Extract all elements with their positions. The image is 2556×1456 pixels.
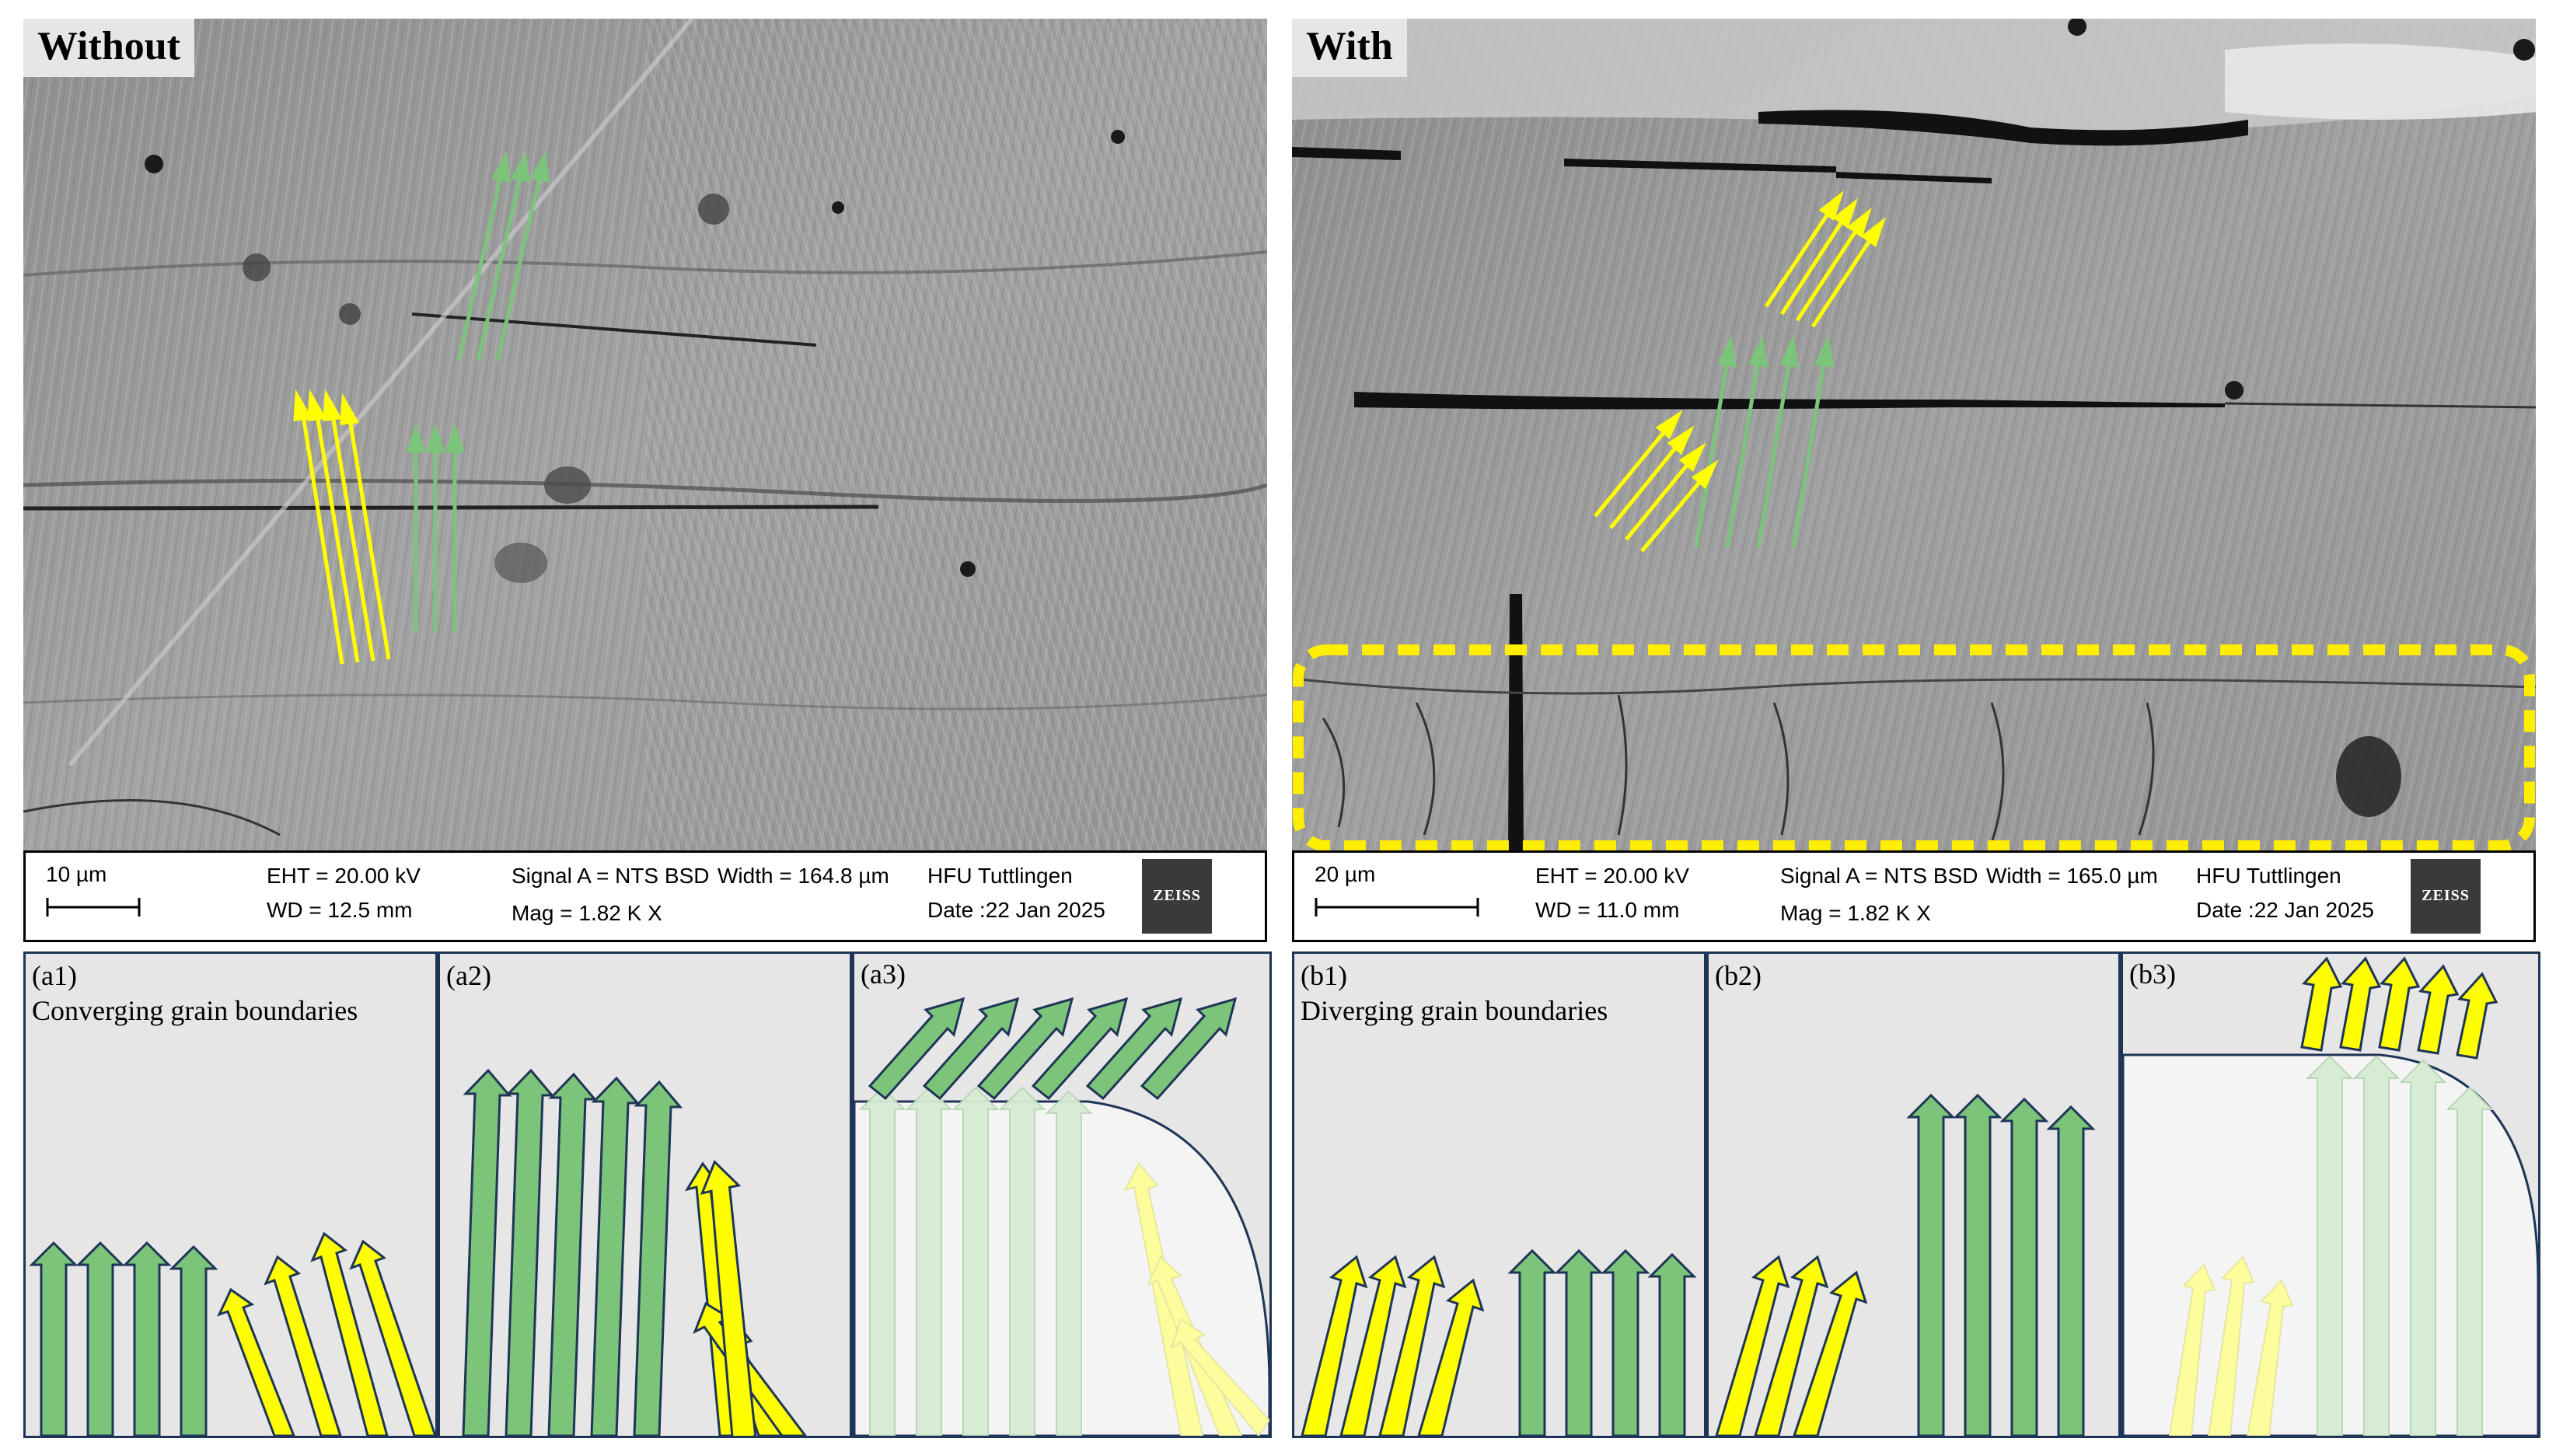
scalebar xyxy=(1315,898,1479,917)
eht-value: EHT = 20.00 kV xyxy=(267,864,421,888)
sem-info-bar-without: 10 µm EHT = 20.00 kV WD = 12.5 mm Signal… xyxy=(23,850,1267,942)
arrows-b1 xyxy=(1301,1248,1697,1436)
schematic-a3: (a3) xyxy=(852,951,1272,1438)
schematic-label: (b1) xyxy=(1301,960,1347,991)
sem-info-bar-with: 20 µm EHT = 20.00 kV WD = 11.0 mm Signal… xyxy=(1292,850,2536,942)
date-value: Date :22 Jan 2025 xyxy=(2196,898,2374,922)
arrows-b2 xyxy=(1715,1093,2096,1436)
sem-texture-with xyxy=(1292,19,2536,850)
schematic-a2: (a2) xyxy=(438,951,852,1438)
schematic-b2: (b2) xyxy=(1706,951,2121,1438)
zeiss-logo: ZEISS xyxy=(1142,859,1212,934)
panel-without: Without 10 µm EHT = 20.00 kV WD = 12.5 m… xyxy=(23,19,1267,942)
sem-image-with: With xyxy=(1292,19,2536,850)
arrows-a3: (a3) xyxy=(854,958,1269,1436)
panel-tag-with: With xyxy=(1292,19,1407,77)
org-name: HFU Tuttlingen xyxy=(927,864,1073,888)
date-value: Date :22 Jan 2025 xyxy=(927,898,1105,922)
schematic-b3: (b3) xyxy=(2121,951,2540,1438)
wd-value: WD = 11.0 mm xyxy=(1535,898,1680,922)
arrows-b3: (b3) xyxy=(2123,956,2538,1436)
mag-value: Mag = 1.82 K X xyxy=(512,901,662,925)
scalebar xyxy=(46,898,141,917)
schematic-label: (b3) xyxy=(2129,958,2176,990)
eht-value: EHT = 20.00 kV xyxy=(1535,864,1689,888)
signal-value: Signal A = NTS BSD xyxy=(1780,864,1978,888)
arrows-a1 xyxy=(29,1231,435,1436)
schematic-caption: Diverging grain boundaries xyxy=(1301,995,1608,1026)
signal-value: Signal A = NTS BSD xyxy=(512,864,710,888)
schematic-b1: (b1) Diverging grain boundaries xyxy=(1292,951,1706,1438)
wd-value: WD = 12.5 mm xyxy=(267,898,413,922)
sem-texture-without xyxy=(23,19,1267,850)
schematic-label: (a1) xyxy=(32,960,77,991)
org-name: HFU Tuttlingen xyxy=(2196,864,2341,888)
sem-image-without: Without xyxy=(23,19,1267,850)
schematic-caption: Converging grain boundaries xyxy=(32,995,358,1026)
schematic-label: (a2) xyxy=(446,960,491,991)
width-value: Width = 165.0 µm xyxy=(1986,864,2158,888)
panel-with: With 20 µm EHT = 20.00 kV WD = 11.0 mm S… xyxy=(1292,19,2536,942)
scalebar-label: 10 µm xyxy=(46,862,107,886)
mag-value: Mag = 1.82 K X xyxy=(1780,901,1931,925)
scalebar-label: 20 µm xyxy=(1315,862,1376,886)
schematic-label: (b2) xyxy=(1715,960,1762,991)
zeiss-logo: ZEISS xyxy=(2411,859,2481,934)
highlight-dashed-box xyxy=(1293,644,2535,850)
schematic-label: (a3) xyxy=(861,958,906,990)
arrows-a2 xyxy=(462,1068,807,1436)
width-value: Width = 164.8 µm xyxy=(718,864,889,888)
schematic-a1: (a1) Converging grain boundaries xyxy=(23,951,438,1438)
panel-tag-without: Without xyxy=(23,19,194,77)
